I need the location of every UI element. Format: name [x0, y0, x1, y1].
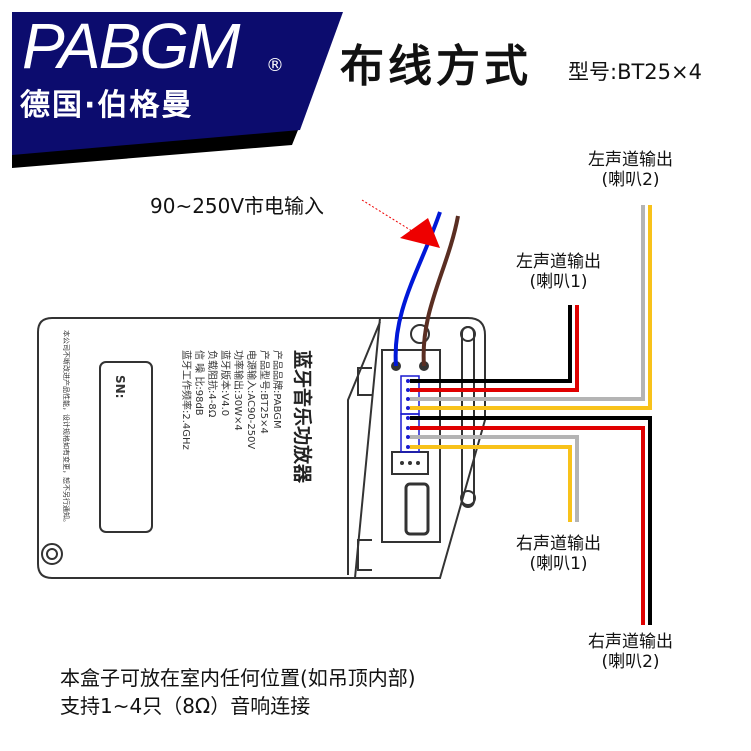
page-title: 布线方式 — [340, 41, 532, 92]
output-name: 右声道输出 — [588, 632, 673, 652]
pointer-line — [361, 199, 421, 237]
output-name: 左声道输出 — [588, 150, 673, 170]
footer-note-1: 本盒子可放在室内任何位置(如吊顶内部) — [60, 666, 416, 690]
output-name: 左声道输出 — [516, 252, 601, 272]
speaker-wires — [410, 205, 652, 625]
model-number: 型号:BT25×4 — [568, 60, 702, 84]
spec-line: 信 噪 比:98dB — [193, 350, 205, 416]
output-speaker: (喇叭2) — [601, 652, 660, 672]
footer-note-2: 支持1~4只（8Ω）音响连接 — [60, 694, 311, 718]
power-wire-brown — [421, 215, 460, 367]
product-title: 蓝牙音乐功放器 — [291, 350, 314, 484]
speaker-terminal-2 — [400, 413, 420, 453]
brand-logo: PABGM — [22, 10, 240, 82]
spec-line: 负载阻抗:4-8Ω — [206, 350, 219, 418]
brand-banner — [12, 12, 343, 155]
spec-line: 电源输入:AC90-250V — [245, 350, 258, 449]
spec-line: 功率输出:30W×4 — [232, 350, 245, 431]
registered-mark: ® — [266, 55, 284, 76]
output-label-left-2: 左声道输出 (喇叭2) — [588, 150, 673, 190]
spec-line: 蓝牙版本:V4.0 — [219, 350, 232, 416]
output-speaker: (喇叭1) — [529, 272, 588, 292]
output-speaker: (喇叭2) — [601, 170, 660, 190]
output-name: 右声道输出 — [516, 534, 601, 554]
brand-subtitle: 德国·伯格曼 — [20, 88, 194, 123]
arrow-icon — [400, 218, 440, 248]
disclaimer: 本公司不断改进产品性能，设计规格如有变更，恕不另行通知。 — [62, 330, 71, 526]
output-speaker: (喇叭1) — [529, 554, 588, 574]
spec-line: 产品型号:BT25×4 — [258, 350, 271, 434]
spec-line: 蓝牙工作频率:2.4GHz — [180, 350, 193, 450]
sn-label: SN: — [113, 375, 127, 398]
power-input-label: 90~250V市电输入 — [150, 194, 325, 218]
device-label: 蓝牙音乐功放器 产品品牌:PABGM 产品型号:BT25×4 电源输入:AC90… — [62, 330, 314, 526]
output-label-right-1: 右声道输出 (喇叭1) — [516, 534, 601, 574]
output-label-left-1: 左声道输出 (喇叭1) — [516, 252, 601, 292]
spec-line: 产品品牌:PABGM — [271, 350, 284, 429]
output-label-right-2: 右声道输出 (喇叭2) — [588, 632, 673, 672]
